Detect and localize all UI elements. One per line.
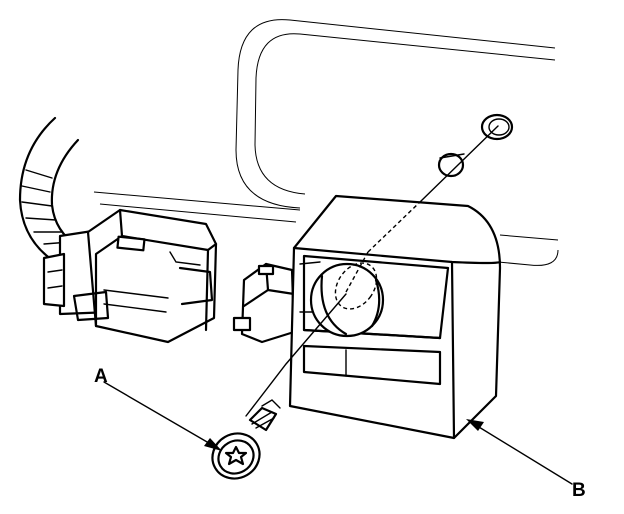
sensor-connector	[232, 262, 296, 344]
background-panel	[93, 19, 559, 266]
panel-holes	[437, 113, 514, 178]
callout-a-leader	[103, 381, 222, 451]
sensor-block	[288, 194, 502, 440]
mounting-axis	[245, 125, 499, 417]
callout-a-label: A	[94, 366, 108, 387]
harness-connector	[42, 208, 218, 344]
mounting-bolt	[211, 399, 281, 480]
callout-b-leader	[466, 419, 573, 485]
callout-b-label: B	[572, 480, 586, 501]
